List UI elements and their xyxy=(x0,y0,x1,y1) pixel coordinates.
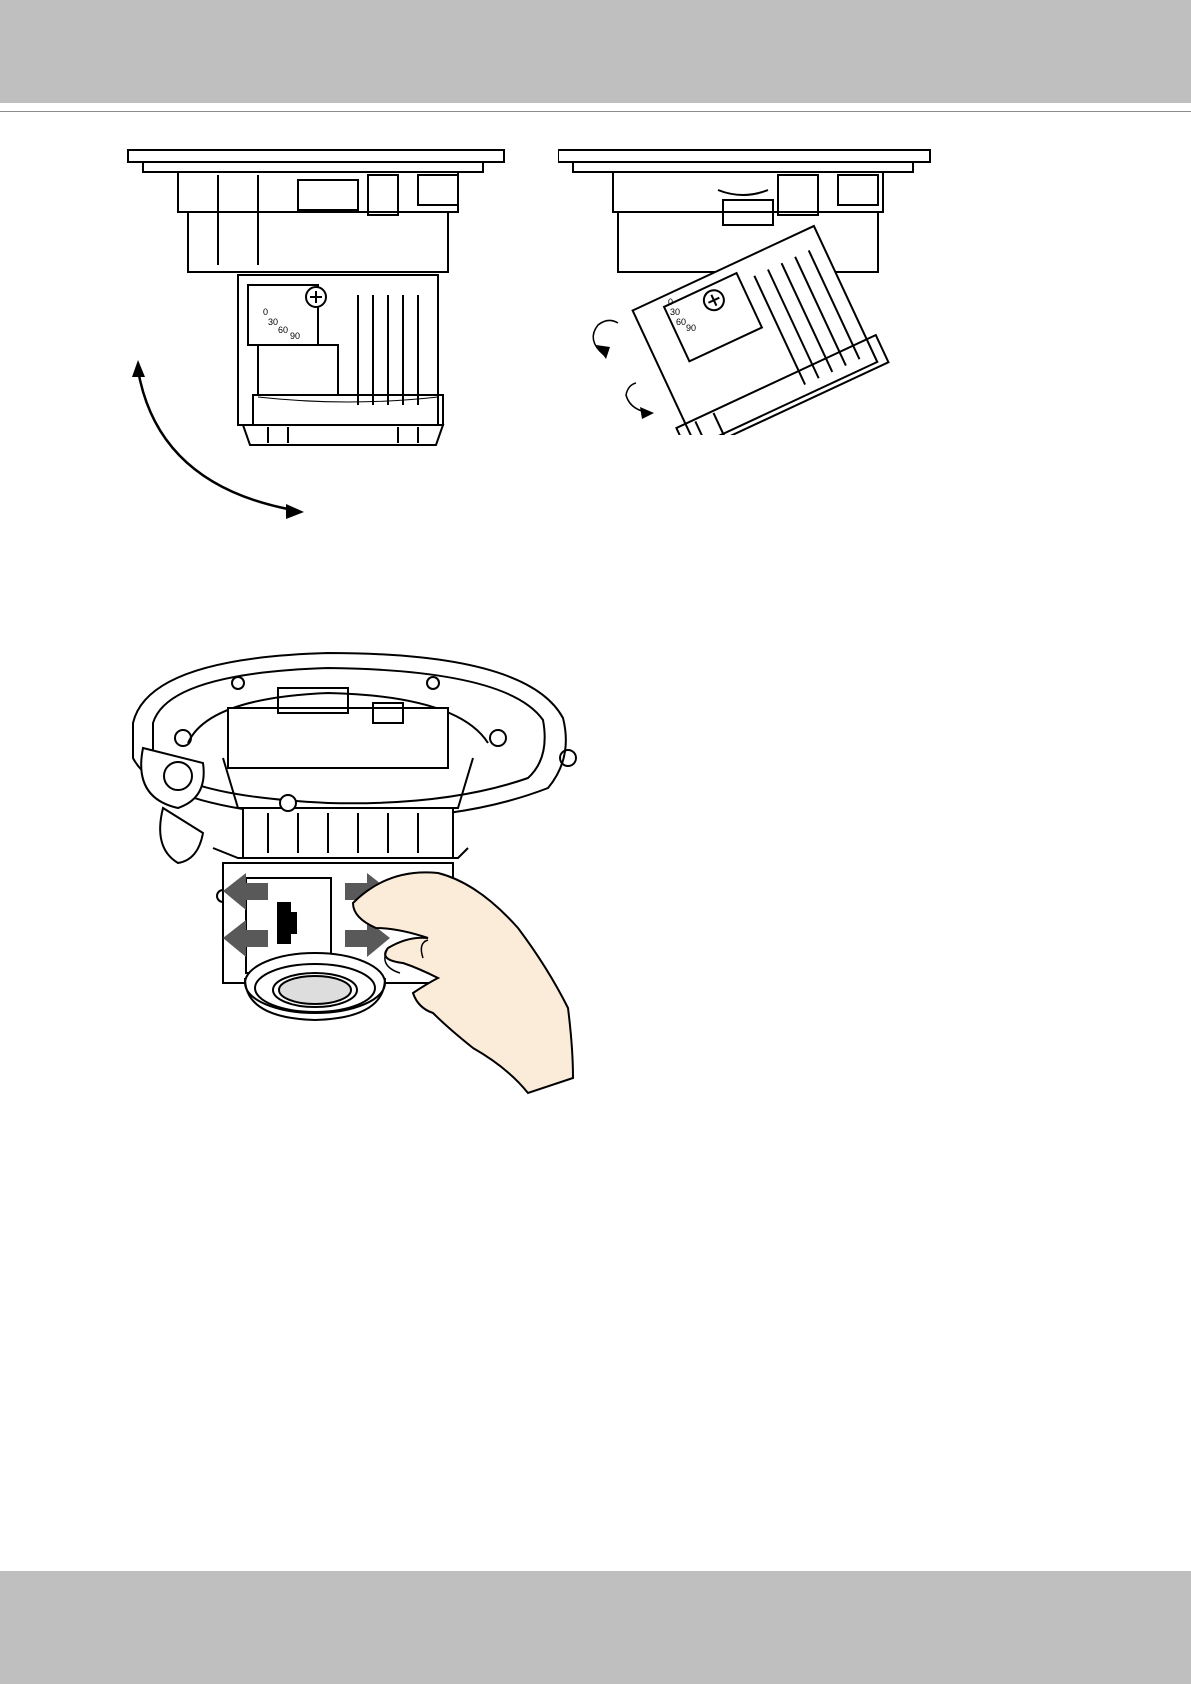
footer-band xyxy=(0,1571,1191,1684)
figure-camera-tilted: 0 30 60 90 xyxy=(558,145,938,435)
dial-label-90: 90 xyxy=(290,331,300,341)
header-band xyxy=(0,0,1191,103)
figure-camera-untilted: 0 30 60 90 xyxy=(118,145,518,525)
dial-label-60-tilted: 60 xyxy=(676,317,686,327)
dial-label-60: 60 xyxy=(278,325,288,335)
rotate-arrow-lower xyxy=(626,383,650,413)
header-rule xyxy=(0,111,1191,112)
rotate-arrowhead-upper-icon xyxy=(596,345,610,359)
tilt-arrow xyxy=(138,370,293,510)
dial-label-30: 30 xyxy=(268,317,278,327)
dial-label-0-tilted: 0 xyxy=(668,297,673,307)
dome-camera-drawing xyxy=(128,648,648,1143)
camera-untilted-drawing: 0 30 60 90 xyxy=(118,145,518,525)
figure-dome-hand-adjust xyxy=(128,648,648,1143)
tilt-arrowhead-up-icon xyxy=(132,360,145,377)
camera-tilted-drawing: 0 30 60 90 xyxy=(558,145,938,435)
dial-label-90-tilted: 90 xyxy=(686,323,696,333)
tilt-arrowhead-right-icon xyxy=(286,504,304,519)
dial-label-0: 0 xyxy=(263,307,268,317)
dial-label-30-tilted: 30 xyxy=(670,307,680,317)
rotate-arrowhead-lower-icon xyxy=(640,407,654,419)
